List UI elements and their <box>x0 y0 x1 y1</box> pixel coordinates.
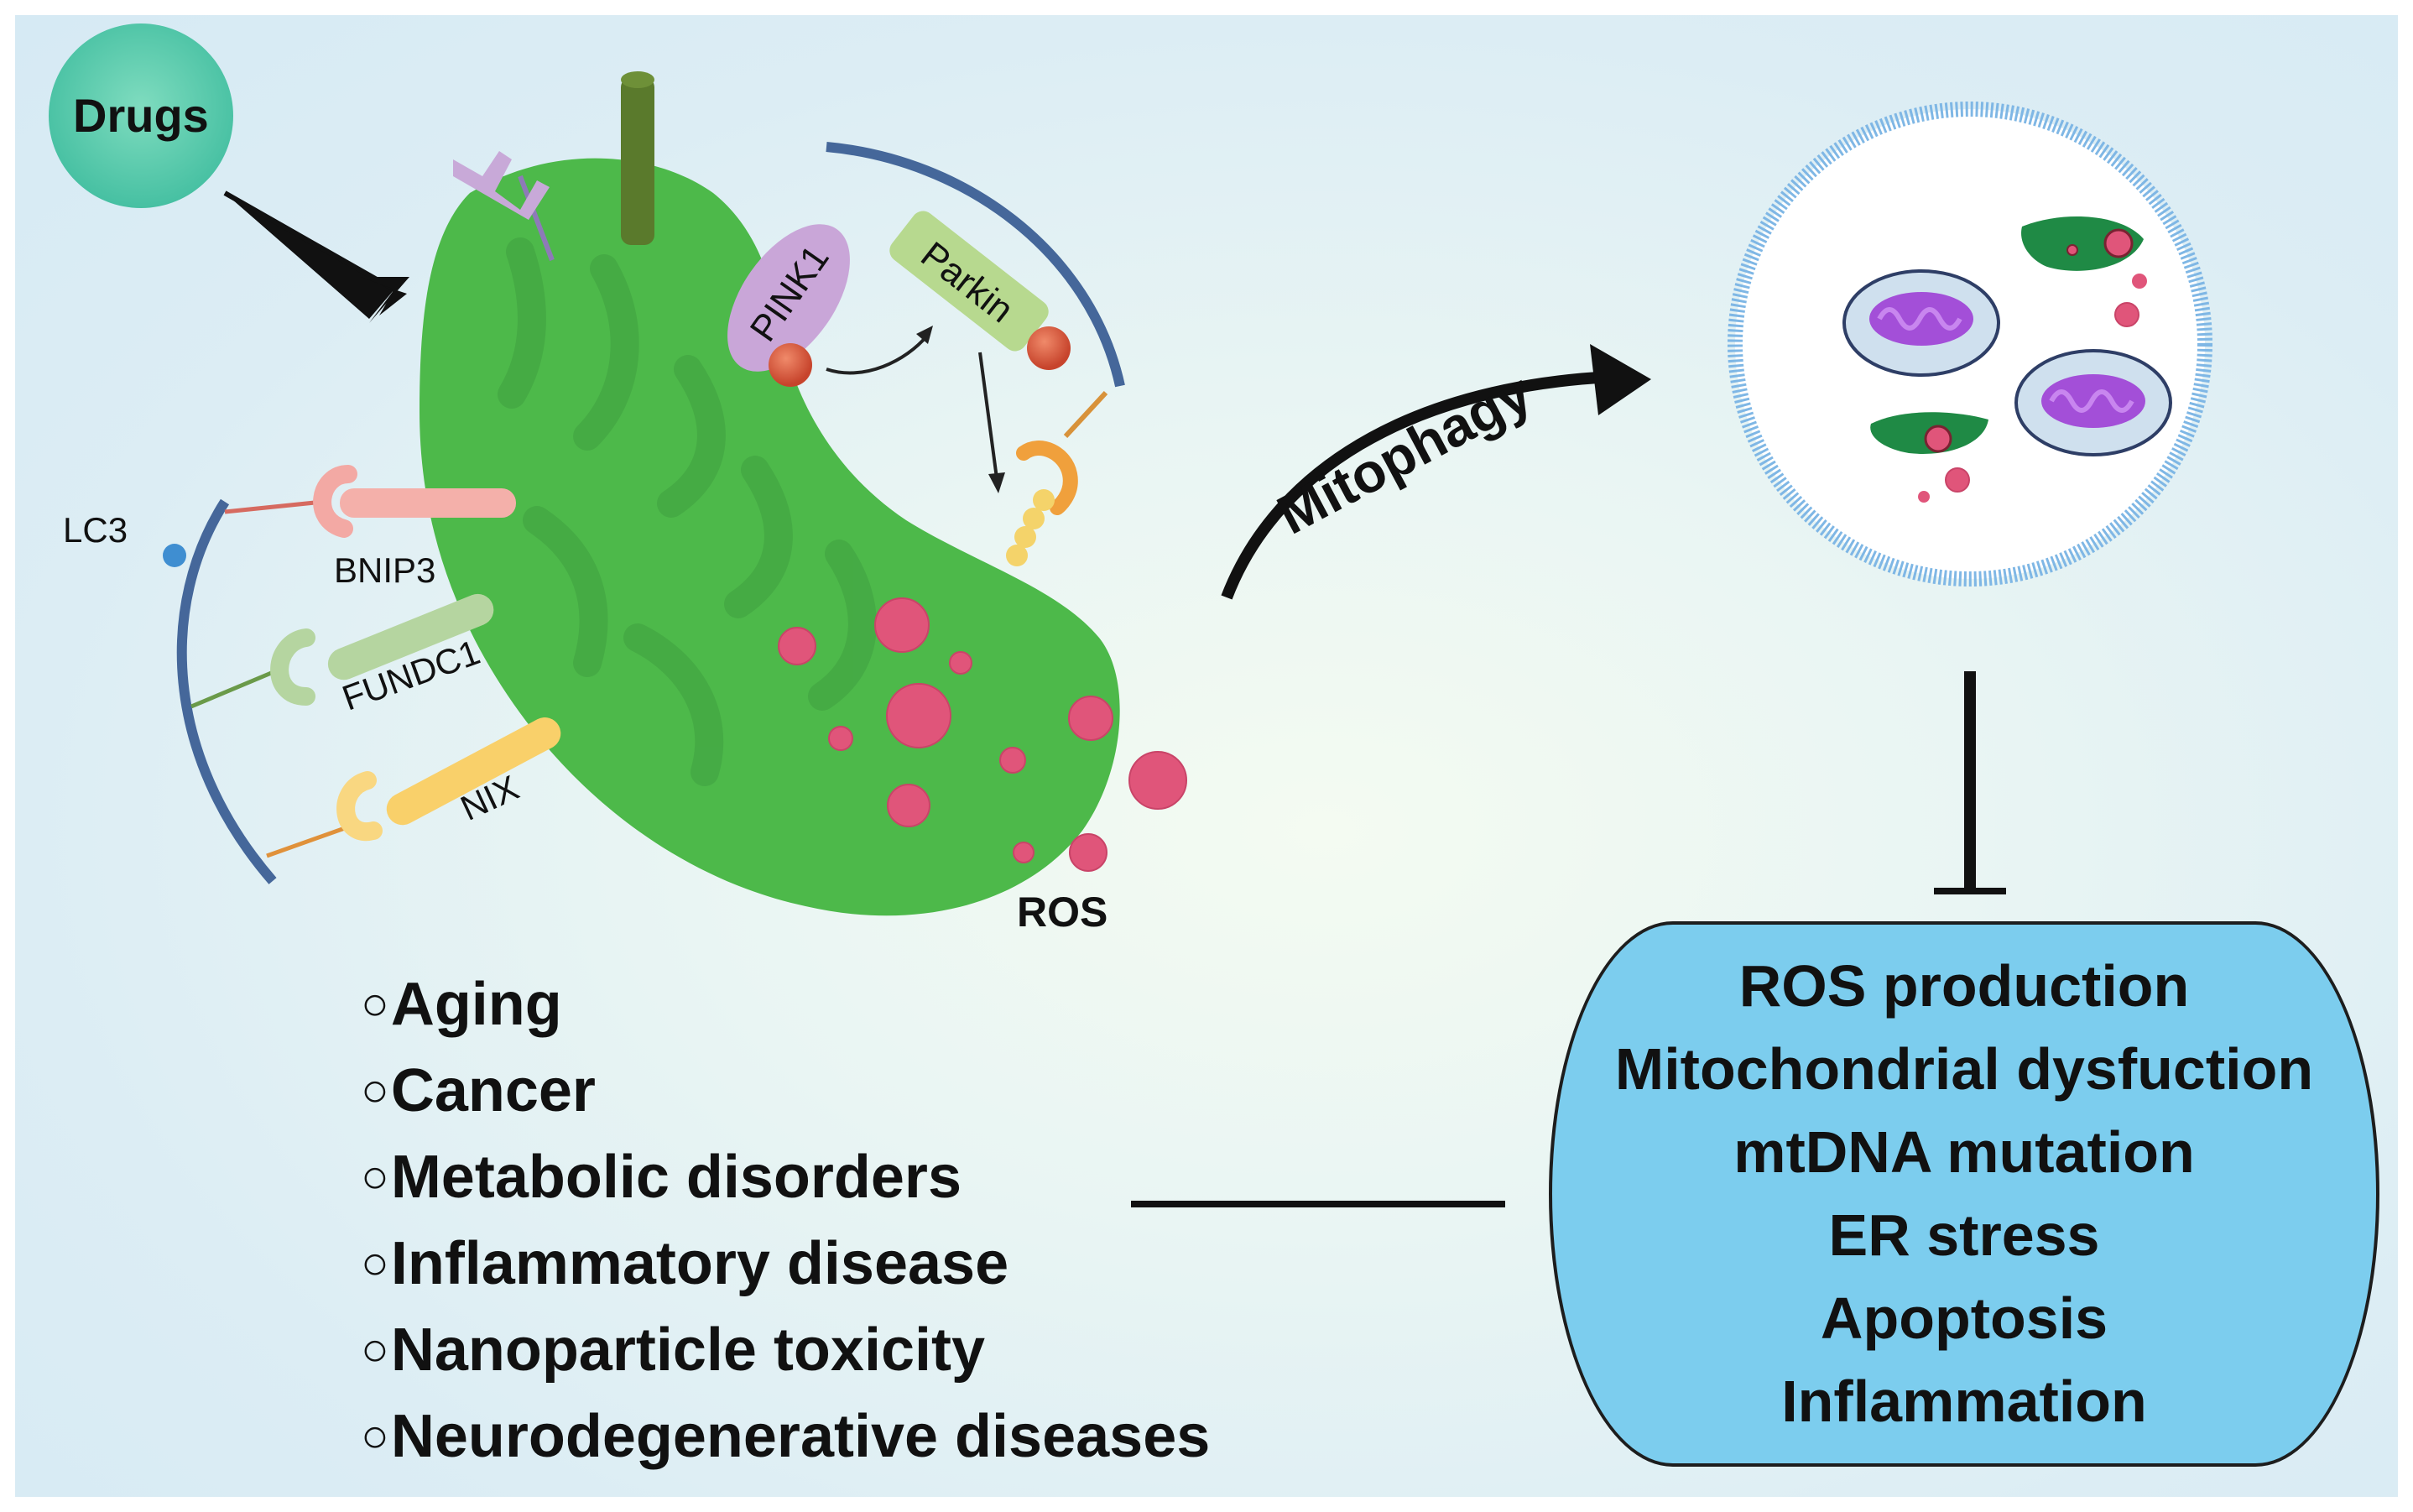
effects-box: ROS production Mitochondrial dysfuction … <box>1549 921 2379 1467</box>
parkin-down-arrow <box>978 352 998 479</box>
pink1-protein <box>727 224 850 387</box>
bnip3-receptor <box>340 488 516 518</box>
drugs-circle <box>49 23 233 208</box>
effect-item: Apoptosis <box>1820 1285 2108 1351</box>
disease-item: Cancer <box>361 1050 1210 1136</box>
disease-list: Aging Cancer Metabolic disorders Inflamm… <box>361 963 1210 1482</box>
phagophore-left <box>176 498 277 884</box>
fundc1-receptor <box>327 593 494 680</box>
effect-item: ROS production <box>1738 953 2190 1019</box>
lc3-protein <box>163 544 186 567</box>
effect-item: mtDNA mutation <box>1733 1119 2195 1185</box>
lc3-label: LC3 <box>63 510 128 550</box>
ubiquitin-chain <box>1006 489 1055 566</box>
disease-item: Nanoparticle toxicity <box>361 1309 1210 1395</box>
drugs-label: Drugs <box>73 89 209 142</box>
disease-item: Neurodegenerative diseases <box>361 1395 1210 1482</box>
pink1-to-parkin-arrow <box>826 334 929 375</box>
disease-item: Aging <box>361 963 1210 1050</box>
ros-particles <box>778 597 1187 872</box>
orange-receptor <box>1016 441 1078 515</box>
disease-item: Inflammatory disease <box>361 1223 1210 1309</box>
membrane-receptor <box>453 151 550 220</box>
effect-item: ER stress <box>1828 1202 2100 1268</box>
cristae <box>498 237 877 786</box>
mitophagy-arrow <box>1221 372 1599 600</box>
disease-item: Metabolic disorders <box>361 1136 1210 1223</box>
nix-receptor <box>386 717 561 826</box>
phagophore-upper <box>826 142 1125 388</box>
drugs-inhibit-arrow <box>225 193 407 319</box>
ros-label: ROS <box>1017 889 1108 936</box>
effect-item: Mitochondrial dysfuction <box>1614 1036 2314 1102</box>
membrane-protein-rod <box>621 77 654 245</box>
lysosome <box>1728 102 2212 587</box>
parkin-protein <box>889 211 1071 370</box>
effect-item: Inflammation <box>1781 1369 2147 1434</box>
bnip3-label: BNIP3 <box>334 550 436 590</box>
